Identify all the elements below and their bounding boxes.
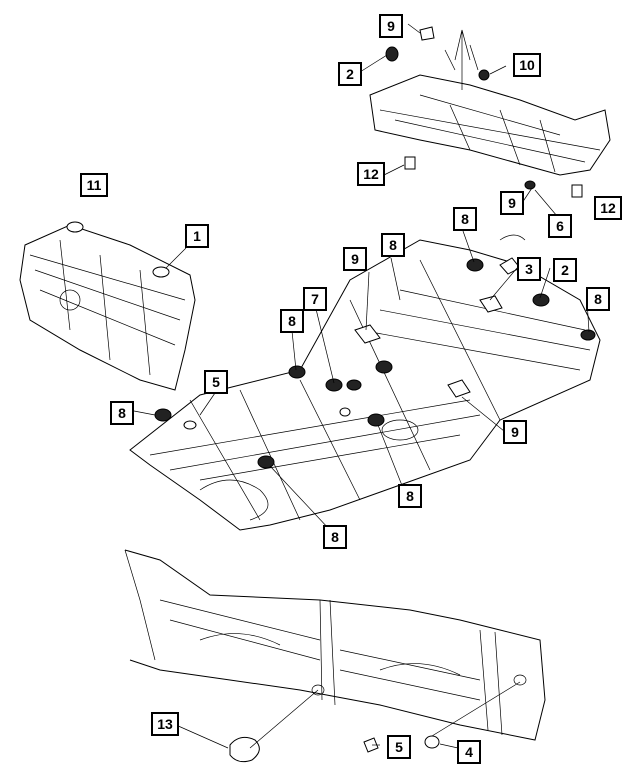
callout-4: 4 bbox=[457, 740, 481, 764]
callout-label: 8 bbox=[389, 237, 397, 253]
callout-label: 8 bbox=[288, 313, 296, 329]
callout-13: 13 bbox=[151, 712, 179, 736]
callout-label: 6 bbox=[556, 218, 564, 234]
callout-label: 12 bbox=[600, 200, 616, 216]
callout-8: 8 bbox=[110, 401, 134, 425]
callout-label: 11 bbox=[86, 177, 102, 193]
callout-12: 12 bbox=[357, 162, 385, 186]
callout-label: 8 bbox=[406, 488, 414, 504]
callout-9: 9 bbox=[500, 191, 524, 215]
callout-label: 8 bbox=[594, 291, 602, 307]
callout-2: 2 bbox=[553, 258, 577, 282]
callout-9: 9 bbox=[343, 247, 367, 271]
callout-3: 3 bbox=[517, 257, 541, 281]
callout-label: 7 bbox=[311, 291, 319, 307]
callout-label: 9 bbox=[508, 195, 516, 211]
callout-5: 5 bbox=[204, 370, 228, 394]
callout-label: 4 bbox=[465, 744, 473, 760]
callout-label: 8 bbox=[461, 211, 469, 227]
callout-label: 9 bbox=[387, 18, 395, 34]
callout-8: 8 bbox=[323, 525, 347, 549]
callout-label: 10 bbox=[519, 57, 535, 73]
callout-9: 9 bbox=[503, 420, 527, 444]
callout-label: 5 bbox=[395, 739, 403, 755]
callout-8: 8 bbox=[280, 309, 304, 333]
callout-label: 8 bbox=[118, 405, 126, 421]
dash-panel-drawing bbox=[19, 221, 196, 391]
callout-12: 12 bbox=[594, 196, 622, 220]
side-sill-drawing bbox=[124, 549, 546, 763]
callout-1: 1 bbox=[185, 224, 209, 248]
callout-11: 11 bbox=[80, 173, 108, 197]
callout-label: 8 bbox=[331, 529, 339, 545]
rear-floor-panel-drawing bbox=[369, 26, 611, 198]
callout-label: 9 bbox=[351, 251, 359, 267]
leader-lines bbox=[133, 23, 590, 749]
callout-8: 8 bbox=[381, 233, 405, 257]
callout-8: 8 bbox=[398, 484, 422, 508]
callout-label: 5 bbox=[212, 374, 220, 390]
callout-label: 13 bbox=[157, 716, 173, 732]
callout-label: 2 bbox=[346, 66, 354, 82]
callout-9: 9 bbox=[379, 14, 403, 38]
callout-6: 6 bbox=[548, 214, 572, 238]
callout-label: 12 bbox=[363, 166, 379, 182]
callout-label: 2 bbox=[561, 262, 569, 278]
callout-8: 8 bbox=[586, 287, 610, 311]
callout-8: 8 bbox=[453, 207, 477, 231]
callout-label: 9 bbox=[511, 424, 519, 440]
callout-label: 1 bbox=[193, 228, 201, 244]
callout-10: 10 bbox=[513, 53, 541, 77]
callout-7: 7 bbox=[303, 287, 327, 311]
callout-label: 3 bbox=[525, 261, 533, 277]
callout-5: 5 bbox=[387, 735, 411, 759]
callout-2: 2 bbox=[338, 62, 362, 86]
